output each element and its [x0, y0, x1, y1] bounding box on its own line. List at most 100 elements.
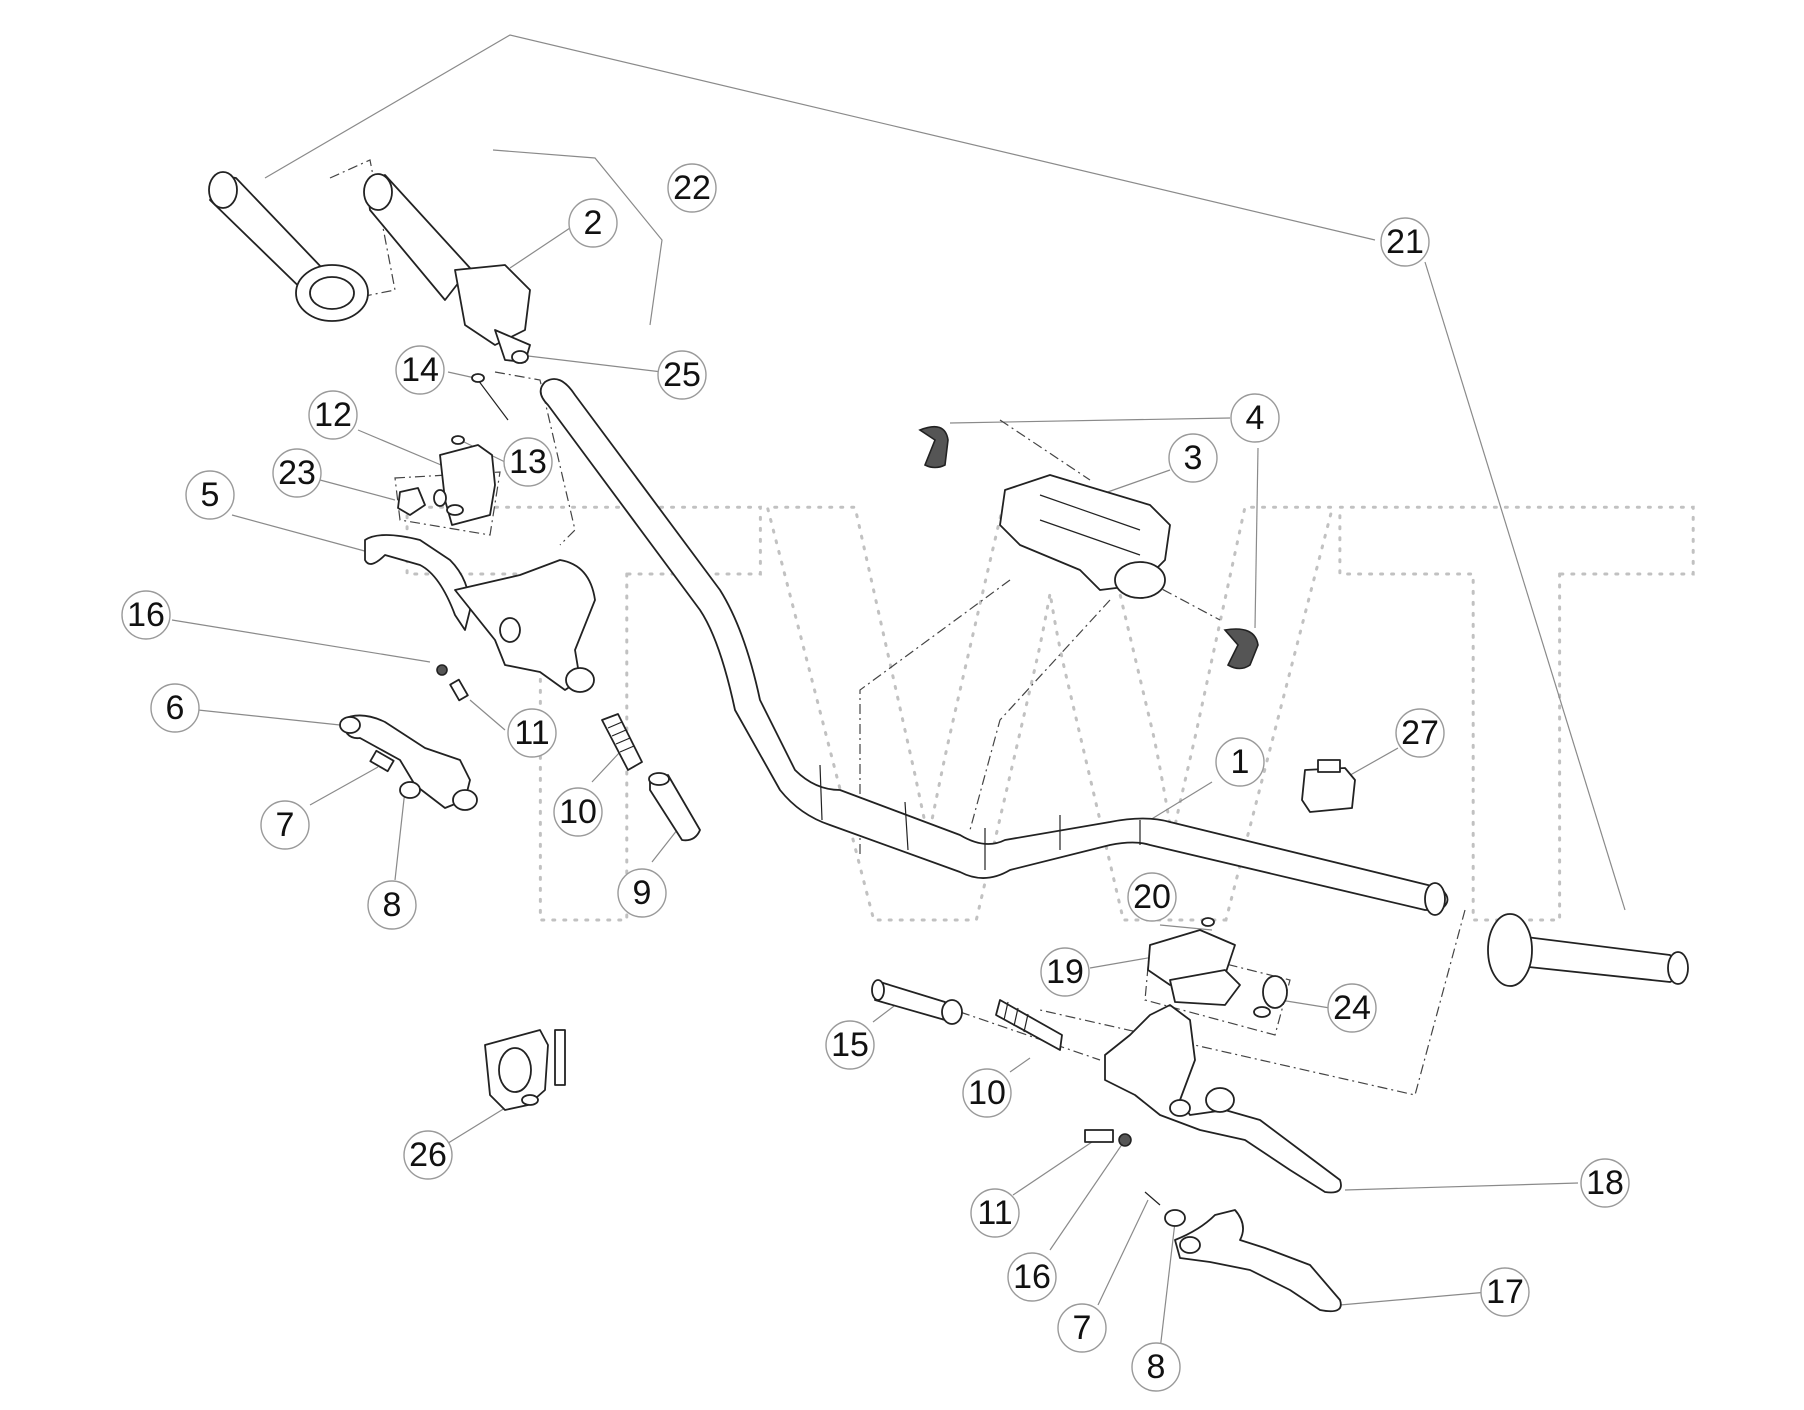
svg-text:7: 7 [276, 806, 295, 844]
callout-22: 22 [667, 163, 717, 213]
leader-16 [171, 619, 431, 663]
leader-7 [309, 766, 379, 806]
callout-12: 12 [308, 390, 358, 440]
svg-text:13: 13 [509, 443, 547, 481]
callout-18: 18 [1580, 1158, 1630, 1208]
callout-5: 5 [185, 470, 235, 520]
leader-5 [231, 514, 373, 554]
dash-grip-left [329, 159, 396, 299]
dash-tie-top [999, 419, 1091, 481]
svg-text:14: 14 [401, 351, 439, 389]
handlebar [539, 378, 1449, 916]
svg-text:20: 20 [1133, 878, 1171, 916]
left-lever [364, 534, 596, 693]
svg-text:2: 2 [584, 204, 603, 242]
leader-21a [264, 34, 1376, 241]
svg-text:27: 27 [1401, 714, 1439, 752]
callout-25: 25 [657, 350, 707, 400]
callout-7b: 7 [1057, 1303, 1107, 1353]
callout-16: 16 [121, 590, 171, 640]
svg-text:23: 23 [278, 454, 316, 492]
leader-11b [1012, 1141, 1093, 1196]
callout-2: 2 [568, 198, 618, 248]
svg-text:1: 1 [1231, 743, 1250, 781]
callout-11b: 11 [970, 1188, 1020, 1238]
dash-axis-right [959, 1011, 1101, 1061]
callout-16b: 16 [1007, 1252, 1057, 1302]
svg-text:9: 9 [633, 874, 652, 912]
callout-23: 23 [272, 448, 322, 498]
leader-14 [447, 371, 476, 379]
left-grip [208, 171, 369, 322]
svg-text:5: 5 [201, 476, 220, 514]
svg-text:22: 22 [673, 169, 711, 207]
leader-22 [492, 149, 663, 326]
svg-text:12: 12 [314, 396, 352, 434]
switch-26 [484, 1029, 566, 1111]
svg-text:24: 24 [1333, 989, 1371, 1027]
callout-10: 10 [553, 787, 603, 837]
callout-8: 8 [367, 880, 417, 930]
right-reservoir [1147, 917, 1288, 1018]
callout-19: 19 [1040, 947, 1090, 997]
throttle-grip [363, 173, 531, 364]
leader-27 [1344, 747, 1399, 779]
right-lower-lever [1144, 1191, 1342, 1313]
callout-3: 3 [1168, 433, 1218, 483]
callout-21: 21 [1380, 217, 1430, 267]
svg-text:11: 11 [514, 714, 549, 752]
callout-11: 11 [507, 708, 557, 758]
callout-27: 27 [1395, 708, 1445, 758]
right-grip [1487, 913, 1689, 987]
switch-27 [1301, 759, 1356, 813]
callout-9: 9 [617, 868, 667, 918]
dash-throttle [494, 371, 576, 546]
svg-text:4: 4 [1246, 399, 1265, 437]
leader-17 [1339, 1291, 1489, 1306]
leader-10 [591, 751, 621, 783]
svg-text:16: 16 [1013, 1258, 1051, 1296]
svg-text:10: 10 [968, 1074, 1006, 1112]
right-lever [1104, 1004, 1342, 1194]
callout-20: 20 [1127, 872, 1177, 922]
callout-26: 26 [403, 1130, 453, 1180]
callout-15: 15 [825, 1020, 875, 1070]
leader-4b [1254, 447, 1259, 629]
left-lower-lever [339, 714, 478, 811]
leader-12 [357, 429, 454, 471]
left-small-parts [369, 664, 469, 799]
svg-text:7: 7 [1073, 1309, 1092, 1347]
left-spring-sleeve [601, 713, 701, 842]
right-sleeve-spring [871, 979, 1063, 1051]
leader-18 [1344, 1182, 1579, 1191]
svg-text:3: 3 [1184, 439, 1203, 477]
callout-13: 13 [503, 437, 553, 487]
svg-text:15: 15 [831, 1026, 869, 1064]
leader-10b [1009, 1057, 1031, 1073]
callout-7: 7 [260, 800, 310, 850]
svg-text:25: 25 [663, 356, 701, 394]
callout-14: 14 [395, 345, 445, 395]
svg-text:8: 8 [1147, 1348, 1166, 1386]
right-small-parts [1084, 1129, 1132, 1147]
leader-25 [527, 355, 663, 373]
callout-4: 4 [1230, 393, 1280, 443]
svg-text:26: 26 [409, 1136, 447, 1174]
leader-20 [1159, 924, 1213, 931]
dash-clamp-right [969, 599, 1111, 831]
leader-8 [394, 789, 406, 881]
callout-8b: 8 [1131, 1342, 1181, 1392]
dash-box-24 [1144, 944, 1291, 1036]
dash-clamp-left [859, 579, 1011, 855]
leader-6 [197, 709, 341, 726]
leader-8b [1159, 1221, 1176, 1351]
leader-23 [319, 479, 396, 501]
svg-text:8: 8 [383, 886, 402, 924]
leader-16b [1049, 1139, 1126, 1251]
leader-7b [1097, 1199, 1149, 1306]
leader-21b [1424, 261, 1626, 911]
cable-ties [918, 425, 1259, 670]
svg-text:11: 11 [977, 1194, 1012, 1232]
